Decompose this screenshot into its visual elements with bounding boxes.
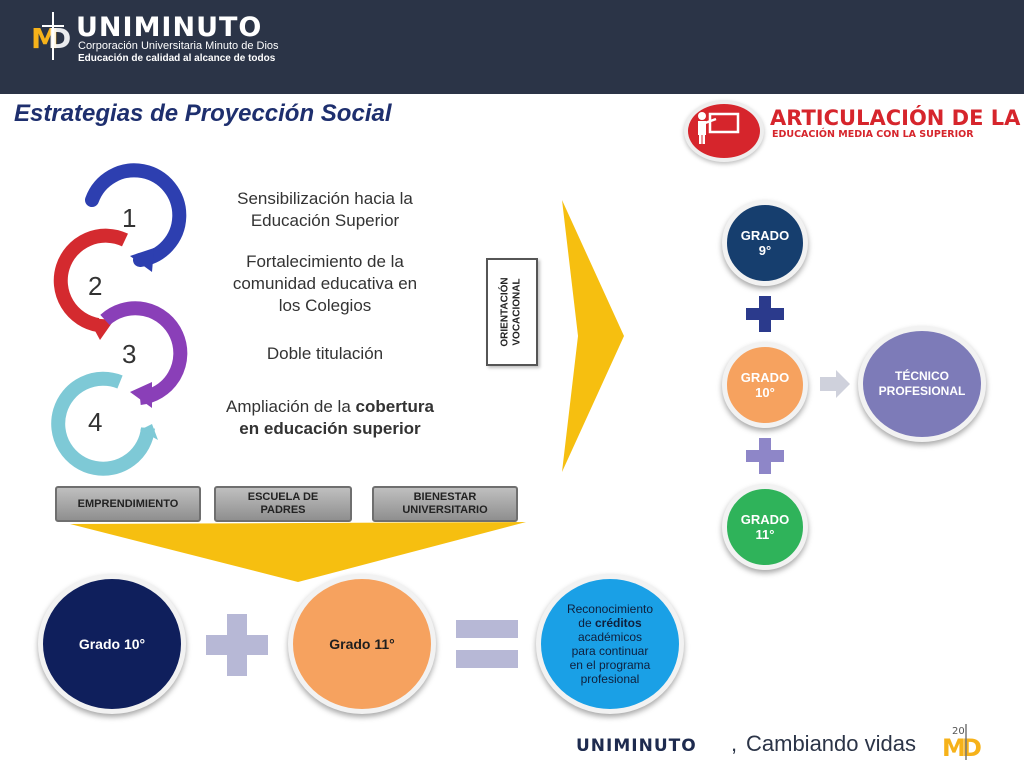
svg-text:D: D (962, 734, 982, 762)
strategy-4-bold2: en educación superior (239, 419, 421, 438)
grado-10-line2: 10° (755, 385, 775, 400)
plus-icon (206, 614, 268, 676)
step-2-arrow (53, 228, 128, 340)
strategy-2-line2: comunidad educativa en (232, 274, 418, 293)
grado-11-line1: GRADO (740, 512, 790, 527)
step-3-arrow (100, 301, 188, 408)
strategy-2-line3: los Colegios (278, 296, 372, 315)
brand-subtitle: Corporación Universitaria Minuto de Dios (78, 40, 279, 52)
strategy-4-bold1: cobertura (355, 397, 434, 416)
orientacion-vocacional-label: ORIENTACIÓN VOCACIONAL (500, 277, 524, 346)
escuela-line1: ESCUELA DE (247, 491, 319, 503)
header-bar (0, 0, 1024, 94)
footer-brand: UNIMINUTO (576, 736, 697, 756)
footer-anniversary-logo-icon: M D 20 (942, 724, 982, 762)
reco-line3: académicos (577, 630, 642, 644)
reco-line1: Reconocimiento (566, 602, 654, 616)
reco-line2-bold: créditos (594, 616, 642, 630)
steps-cycle-diagram (51, 163, 188, 476)
footer-comma: , (731, 731, 738, 756)
orientacion-line1: ORIENTACIÓN (500, 277, 512, 347)
strategy-2-line1: Fortalecimiento de la (246, 252, 404, 271)
articulacion-subtitle: EDUCACIÓN MEDIA CON LA SUPERIOR (772, 129, 974, 140)
strategy-2-text: Fortalecimiento de la comunidad educativ… (200, 251, 450, 317)
strategy-3-text: Doble titulación (266, 344, 384, 363)
orientacion-line2: VOCACIONAL (512, 278, 524, 346)
strategy-1-line2: Educación Superior (250, 211, 400, 230)
plus-icon (746, 296, 784, 332)
svg-text:M: M (31, 22, 59, 55)
equals-icon (456, 620, 518, 668)
grado-11-line2: 11° (755, 527, 775, 542)
brand-name: UNIMINUTO (76, 12, 263, 43)
step-3-number: 3 (122, 339, 137, 369)
page-title: Estrategias de Proyección Social (14, 100, 392, 127)
grado-11-bottom-circle: Grado 11° (288, 574, 436, 714)
tecnico-line2: PROFESIONAL (878, 384, 966, 398)
grado-10-line1: GRADO (740, 370, 790, 385)
brand-slogan: Educación de calidad al alcance de todos (78, 53, 276, 64)
footer-tagline: Cambiando vidas (746, 731, 916, 756)
reco-line6: profesional (580, 672, 640, 686)
step-1-number: 1 (122, 203, 137, 233)
articulacion-title: ARTICULACIÓN DE LA (770, 106, 1021, 130)
articulacion-badge (684, 100, 764, 162)
strategy-4-pre: Ampliación de la (226, 397, 356, 416)
uniminuto-logo-icon: M D (31, 12, 71, 60)
svg-text:20: 20 (952, 726, 965, 737)
step-2-number: 2 (88, 271, 103, 301)
step-1-arrow (85, 163, 187, 272)
grado-9-line2: 9° (758, 243, 772, 258)
small-right-arrow-icon (820, 370, 850, 398)
plus-icon (746, 438, 784, 474)
step-4-number: 4 (88, 407, 103, 437)
grado-10-bottom-circle: Grado 10° (38, 574, 186, 714)
reco-line4: para continuar (571, 644, 649, 658)
yellow-right-arrow-icon (562, 200, 624, 472)
svg-text:M: M (942, 734, 966, 762)
strategy-1-line1: Sensibilización hacia la (237, 189, 413, 208)
step-4-arrow (51, 371, 158, 476)
reconocimiento-creditos-circle: Reconocimiento de créditos académicos pa… (536, 574, 684, 714)
grado-9-line1: GRADO (740, 228, 790, 243)
escuela-line2: PADRES (260, 504, 306, 516)
yellow-down-funnel-icon (70, 522, 526, 582)
bienestar-line2: UNIVERSITARIO (402, 504, 488, 516)
tecnico-line1: TÉCNICO (894, 369, 949, 383)
orientacion-vocacional-box: ORIENTACIÓN VOCACIONAL (486, 258, 538, 366)
strategy-1-text: Sensibilización hacia la Educación Super… (200, 188, 450, 232)
reco-line5: en el programa (569, 658, 651, 672)
emprendimiento-button[interactable]: EMPRENDIMIENTO (55, 486, 201, 522)
bienestar-line1: BIENESTAR (413, 491, 477, 503)
reco-line2-pre: de (578, 616, 595, 630)
teacher-board-icon (698, 112, 740, 144)
strategy-4-text: Ampliación de la cobertura en educación … (190, 396, 470, 440)
